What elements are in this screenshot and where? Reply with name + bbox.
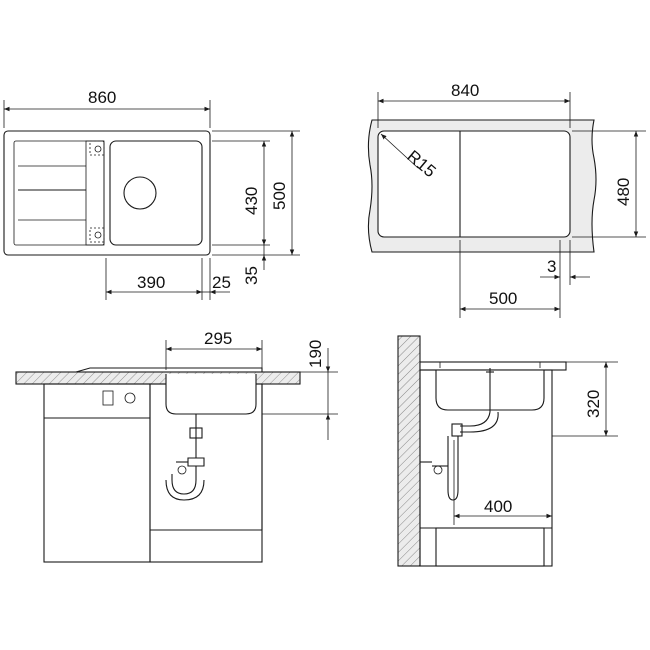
top-left-top-view: 860 500 430 35 390 25 [3, 88, 300, 300]
bottom-left-front-section: 295 190 [15, 329, 338, 563]
top-right-cutout-view: R15 840 480 3 500 [367, 81, 646, 318]
dim-500: 500 [270, 182, 289, 210]
dim-295: 295 [204, 329, 232, 348]
tap-hole-icon-2 [94, 231, 102, 239]
dim-190: 190 [306, 340, 325, 368]
drain-icon [123, 176, 157, 210]
tap-hole-icon [94, 145, 102, 153]
dim-35: 35 [242, 266, 261, 285]
dishwasher-light-icon [124, 392, 136, 404]
dim-500-cut: 500 [489, 289, 517, 308]
dim-320: 320 [584, 390, 603, 418]
bowl [109, 140, 203, 246]
bowl-section [165, 374, 257, 415]
dim-480: 480 [614, 178, 633, 206]
dim-400: 400 [484, 497, 512, 516]
dim-860: 860 [88, 88, 116, 107]
dim-25: 25 [212, 273, 231, 292]
bottom-right-side-section: 320 400 [397, 335, 618, 567]
dim-3: 3 [547, 257, 556, 276]
dim-840: 840 [451, 81, 479, 100]
side-worktop [419, 361, 567, 371]
sink-outline [3, 130, 211, 256]
dim-390: 390 [137, 273, 165, 292]
dishwasher-knob [102, 390, 114, 406]
dishwasher [43, 383, 151, 563]
cutout [377, 130, 571, 238]
dim-430: 430 [242, 187, 261, 215]
drainer-area [13, 140, 105, 246]
